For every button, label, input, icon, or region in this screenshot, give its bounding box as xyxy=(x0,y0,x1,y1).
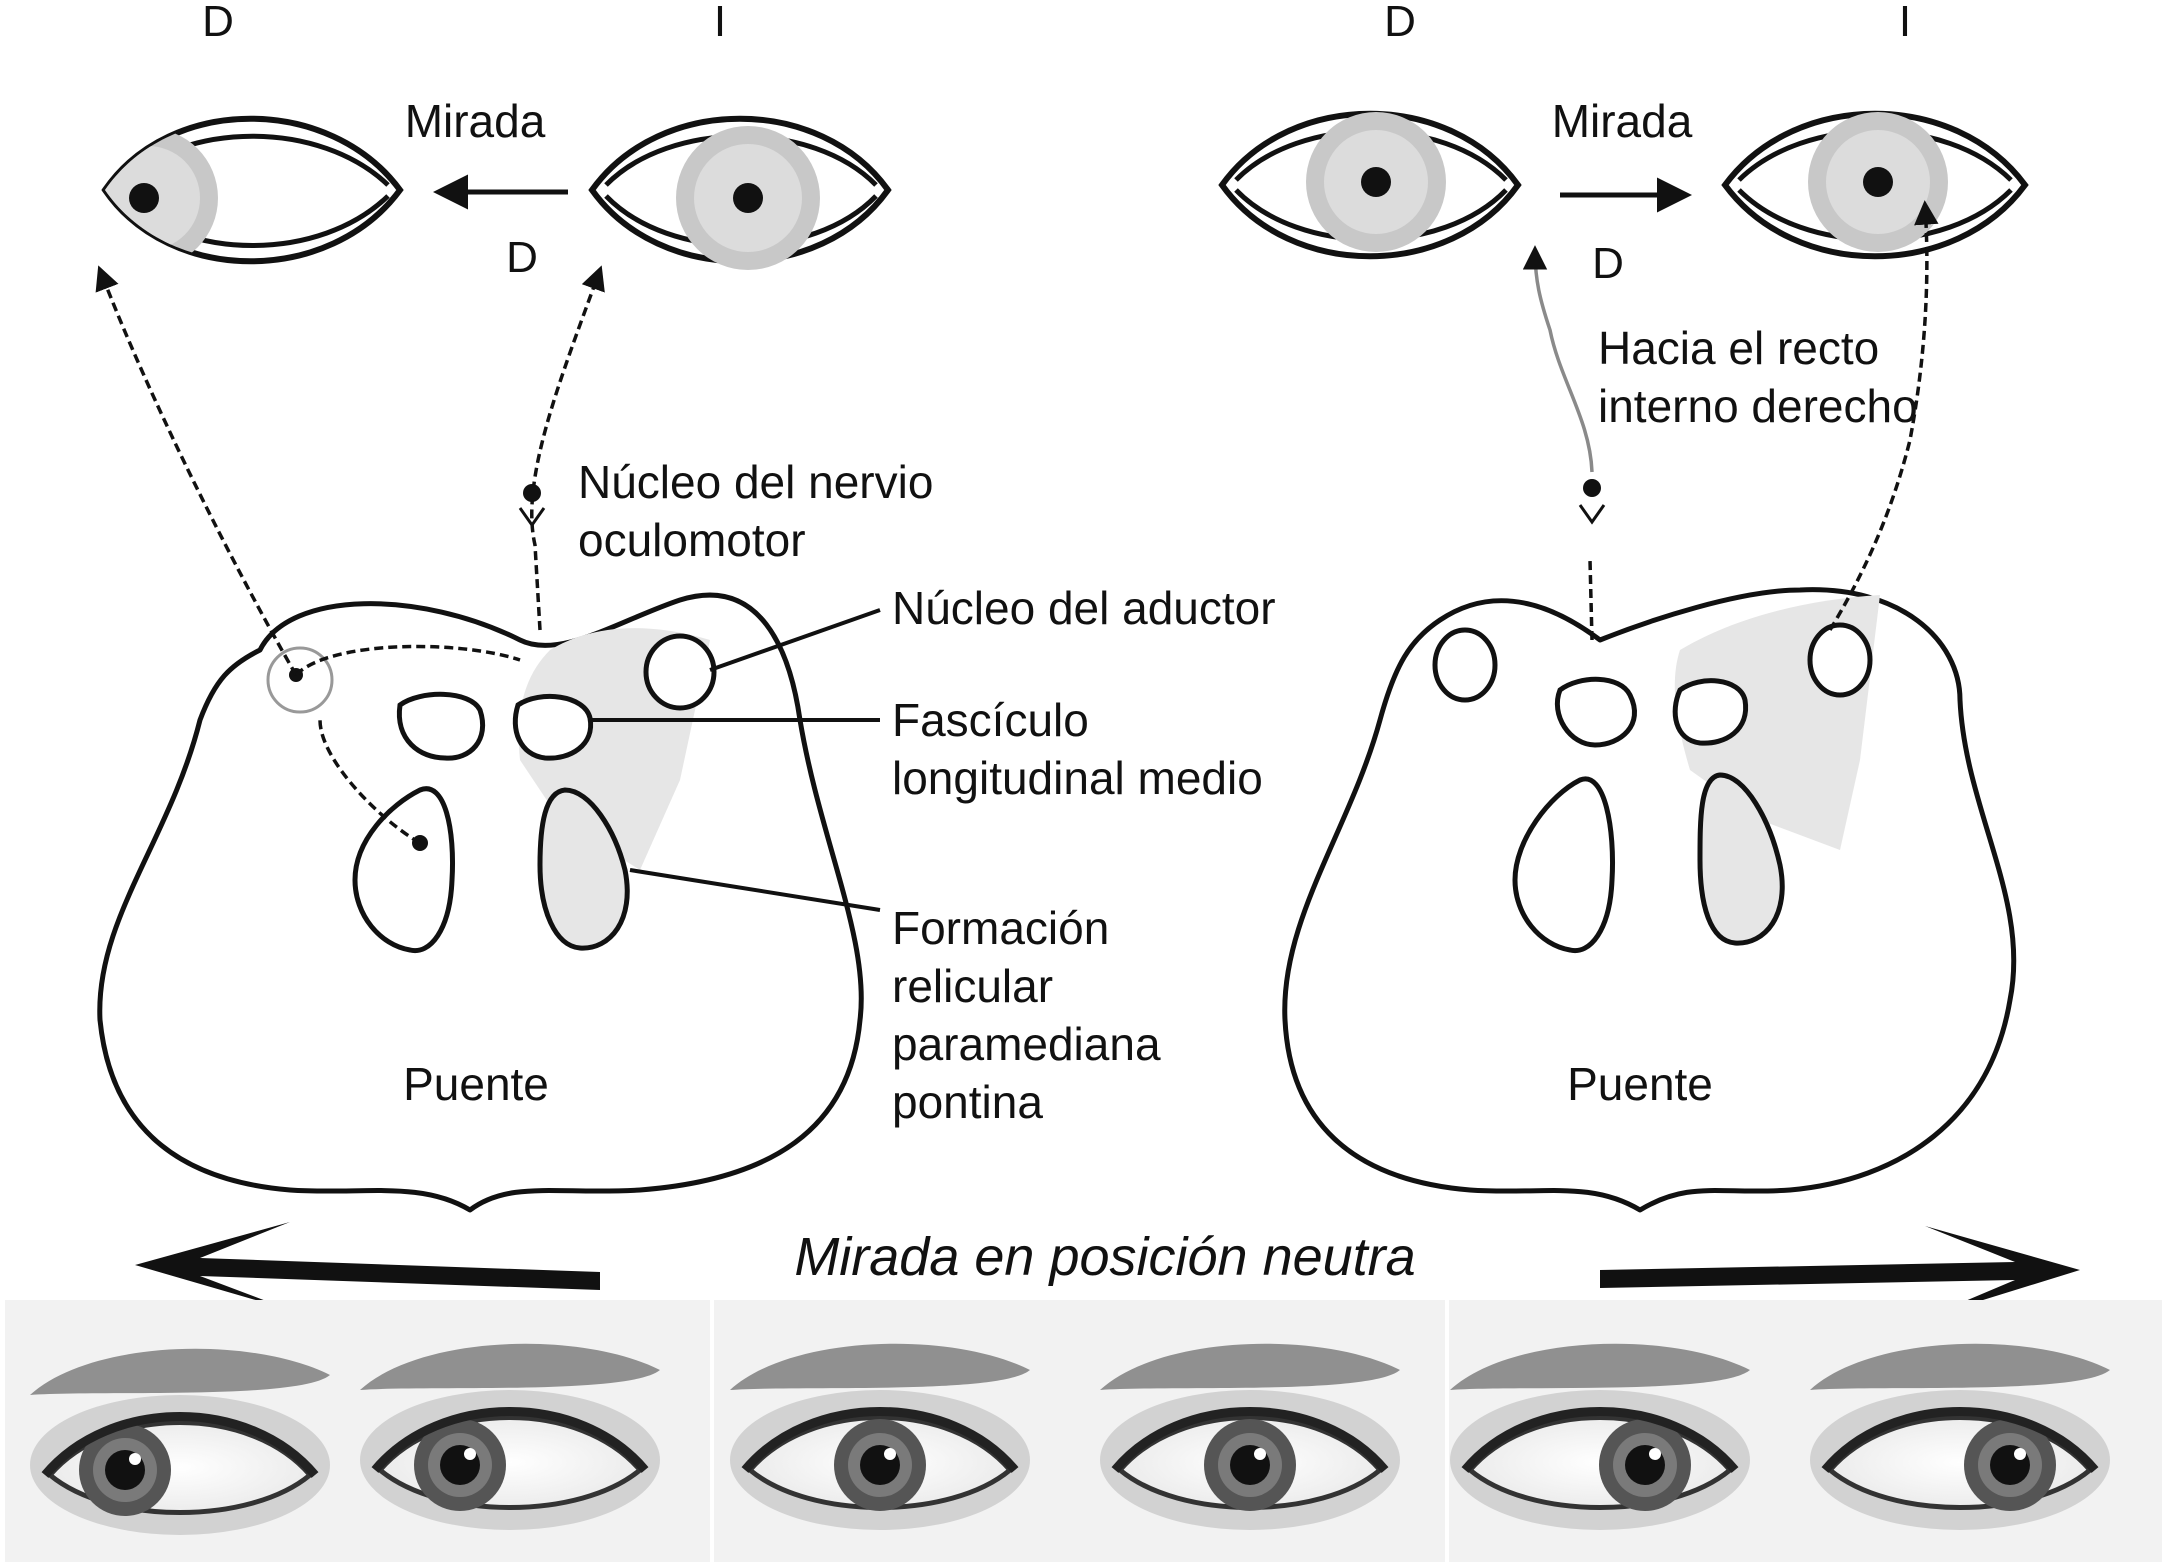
right-gaze-label: Mirada xyxy=(1552,95,1693,147)
photo-eye-3-icon xyxy=(730,1343,1030,1530)
left-right-eye-icon xyxy=(101,115,404,265)
left-nucleus-c xyxy=(352,786,455,954)
left-pprf-nucleus xyxy=(537,787,630,951)
right-side-left-label: I xyxy=(1899,0,1911,46)
right-side-right-label: D xyxy=(1384,0,1416,46)
right-mlf-nucleus-l xyxy=(1672,678,1749,746)
photo-eye-4-icon xyxy=(1100,1343,1400,1530)
left-pprf-label-2: relicular xyxy=(892,960,1053,1012)
right-gaze-direction: D xyxy=(1592,239,1624,288)
right-path-medial-rectus xyxy=(1522,245,1594,473)
left-abducens-label: Núcleo del aductor xyxy=(892,582,1276,634)
photo-eye-5-icon xyxy=(1450,1343,1750,1530)
left-mlf-label-2: longitudinal medio xyxy=(892,752,1263,804)
right-path-abducens xyxy=(1828,200,1939,631)
left-pprf-label-3: paramediana xyxy=(892,1018,1161,1070)
left-oculomotor-label-2: oculomotor xyxy=(578,514,806,566)
left-mlf-nucleus xyxy=(512,693,594,761)
right-abducens-nucleus-r xyxy=(1432,627,1498,703)
left-panel: D I Mirada D xyxy=(95,0,1276,1213)
right-right-eye-icon xyxy=(1218,110,1522,260)
left-mlf-label-1: Fascículo xyxy=(892,694,1089,746)
neutral-gaze-caption: Mirada en posición neutra xyxy=(794,1227,1415,1287)
right-pprf-nucleus xyxy=(1697,772,1785,946)
right-left-eye-icon xyxy=(1721,110,2029,260)
photo-eyes-group xyxy=(30,1343,2110,1535)
right-abducens-nucleus-l xyxy=(1807,622,1873,698)
photo-strip xyxy=(5,1300,2162,1562)
right-mlf-nucleus-r xyxy=(1554,676,1638,748)
photo-eye-1-icon xyxy=(30,1348,330,1535)
left-path-mlf xyxy=(294,644,521,677)
left-path-oculomotor xyxy=(530,265,605,631)
right-oculomotor-dot xyxy=(1583,479,1601,497)
left-oculomotor-dot xyxy=(523,484,541,502)
left-pprf-label-4: pontina xyxy=(892,1076,1043,1128)
left-nucleus-a xyxy=(396,691,486,761)
left-pons-outline xyxy=(97,592,864,1213)
big-right-arrow-icon xyxy=(1600,1226,2080,1318)
left-gaze-label: Mirada xyxy=(405,95,546,147)
left-side-right-label: D xyxy=(202,0,234,46)
right-panel: D I Mirada D xyxy=(1218,0,2029,1213)
right-medial-rectus-label-1: Hacia el recto xyxy=(1598,322,1879,374)
left-abducens-nucleus xyxy=(643,633,717,711)
left-path-pprf xyxy=(318,719,421,845)
left-oculomotor-synapse xyxy=(518,507,546,528)
photo-eye-6-icon xyxy=(1810,1343,2110,1530)
left-pprf-leader xyxy=(629,868,881,912)
left-pprf-label-1: Formación xyxy=(892,902,1109,954)
photo-eye-2-icon xyxy=(360,1343,660,1530)
left-oculomotor-label-1: Núcleo del nervio xyxy=(578,456,933,508)
big-left-arrow-icon xyxy=(135,1222,600,1310)
bottom-section: Mirada en posición neutra xyxy=(5,1222,2162,1562)
left-abducens-leader xyxy=(709,608,881,672)
right-path-oculomotor xyxy=(1588,559,1594,641)
right-pons-label: Puente xyxy=(1567,1058,1713,1110)
right-medial-rectus-label-2: interno derecho xyxy=(1598,380,1918,432)
left-pons-label: Puente xyxy=(403,1058,549,1110)
left-left-eye-icon xyxy=(588,115,892,270)
right-nucleus-c xyxy=(1512,776,1615,954)
left-path-abducens xyxy=(95,265,298,676)
right-oculomotor-synapse xyxy=(1578,504,1606,525)
left-gaze-direction: D xyxy=(506,233,538,282)
left-side-left-label: I xyxy=(714,0,726,46)
left-highlight-circle xyxy=(266,646,334,714)
right-pons-outline xyxy=(1282,587,2017,1213)
